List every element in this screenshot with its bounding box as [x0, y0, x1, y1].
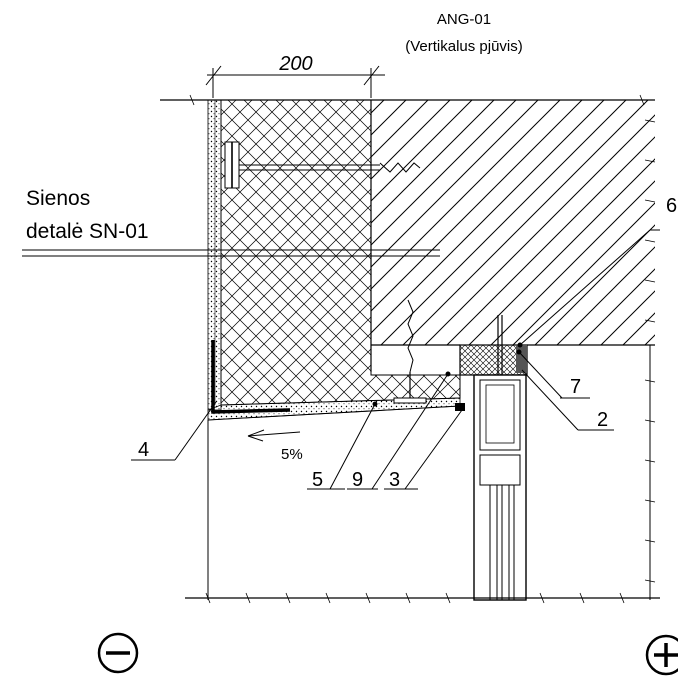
insulation-anchor-lower	[393, 299, 427, 404]
wall-reference-line2: detalė SN-01	[26, 220, 149, 243]
width-dimension: 200	[205, 53, 385, 98]
concrete-wall	[370, 100, 655, 372]
callout-leaders	[131, 229, 660, 490]
callout-6: 6	[666, 195, 677, 217]
callout-4: 4	[138, 439, 149, 461]
callout-5: 5	[312, 469, 323, 491]
exterior-side-minus-icon	[97, 632, 139, 674]
callout-2: 2	[597, 409, 608, 431]
wall-reference-line1: Sienos	[26, 187, 90, 210]
drawing-subtitle: (Vertikalus pjūvis)	[405, 38, 523, 55]
wall-section-reference: Sienos detalė SN-01	[22, 187, 440, 257]
dimension-value: 200	[278, 53, 312, 75]
callout-3: 3	[389, 469, 400, 491]
drawing-code: ANG-01	[437, 11, 491, 28]
insulation-anchor-upper	[224, 141, 421, 189]
window-frame	[455, 315, 528, 601]
callout-9: 9	[352, 469, 363, 491]
bottom-break-line	[185, 592, 660, 604]
callout-7: 7	[570, 376, 581, 398]
interior-side-plus-icon	[645, 634, 678, 676]
interior-wall-edge	[644, 119, 656, 600]
slope-label: 5%	[281, 446, 303, 463]
slope-indicator: 5%	[247, 429, 303, 463]
